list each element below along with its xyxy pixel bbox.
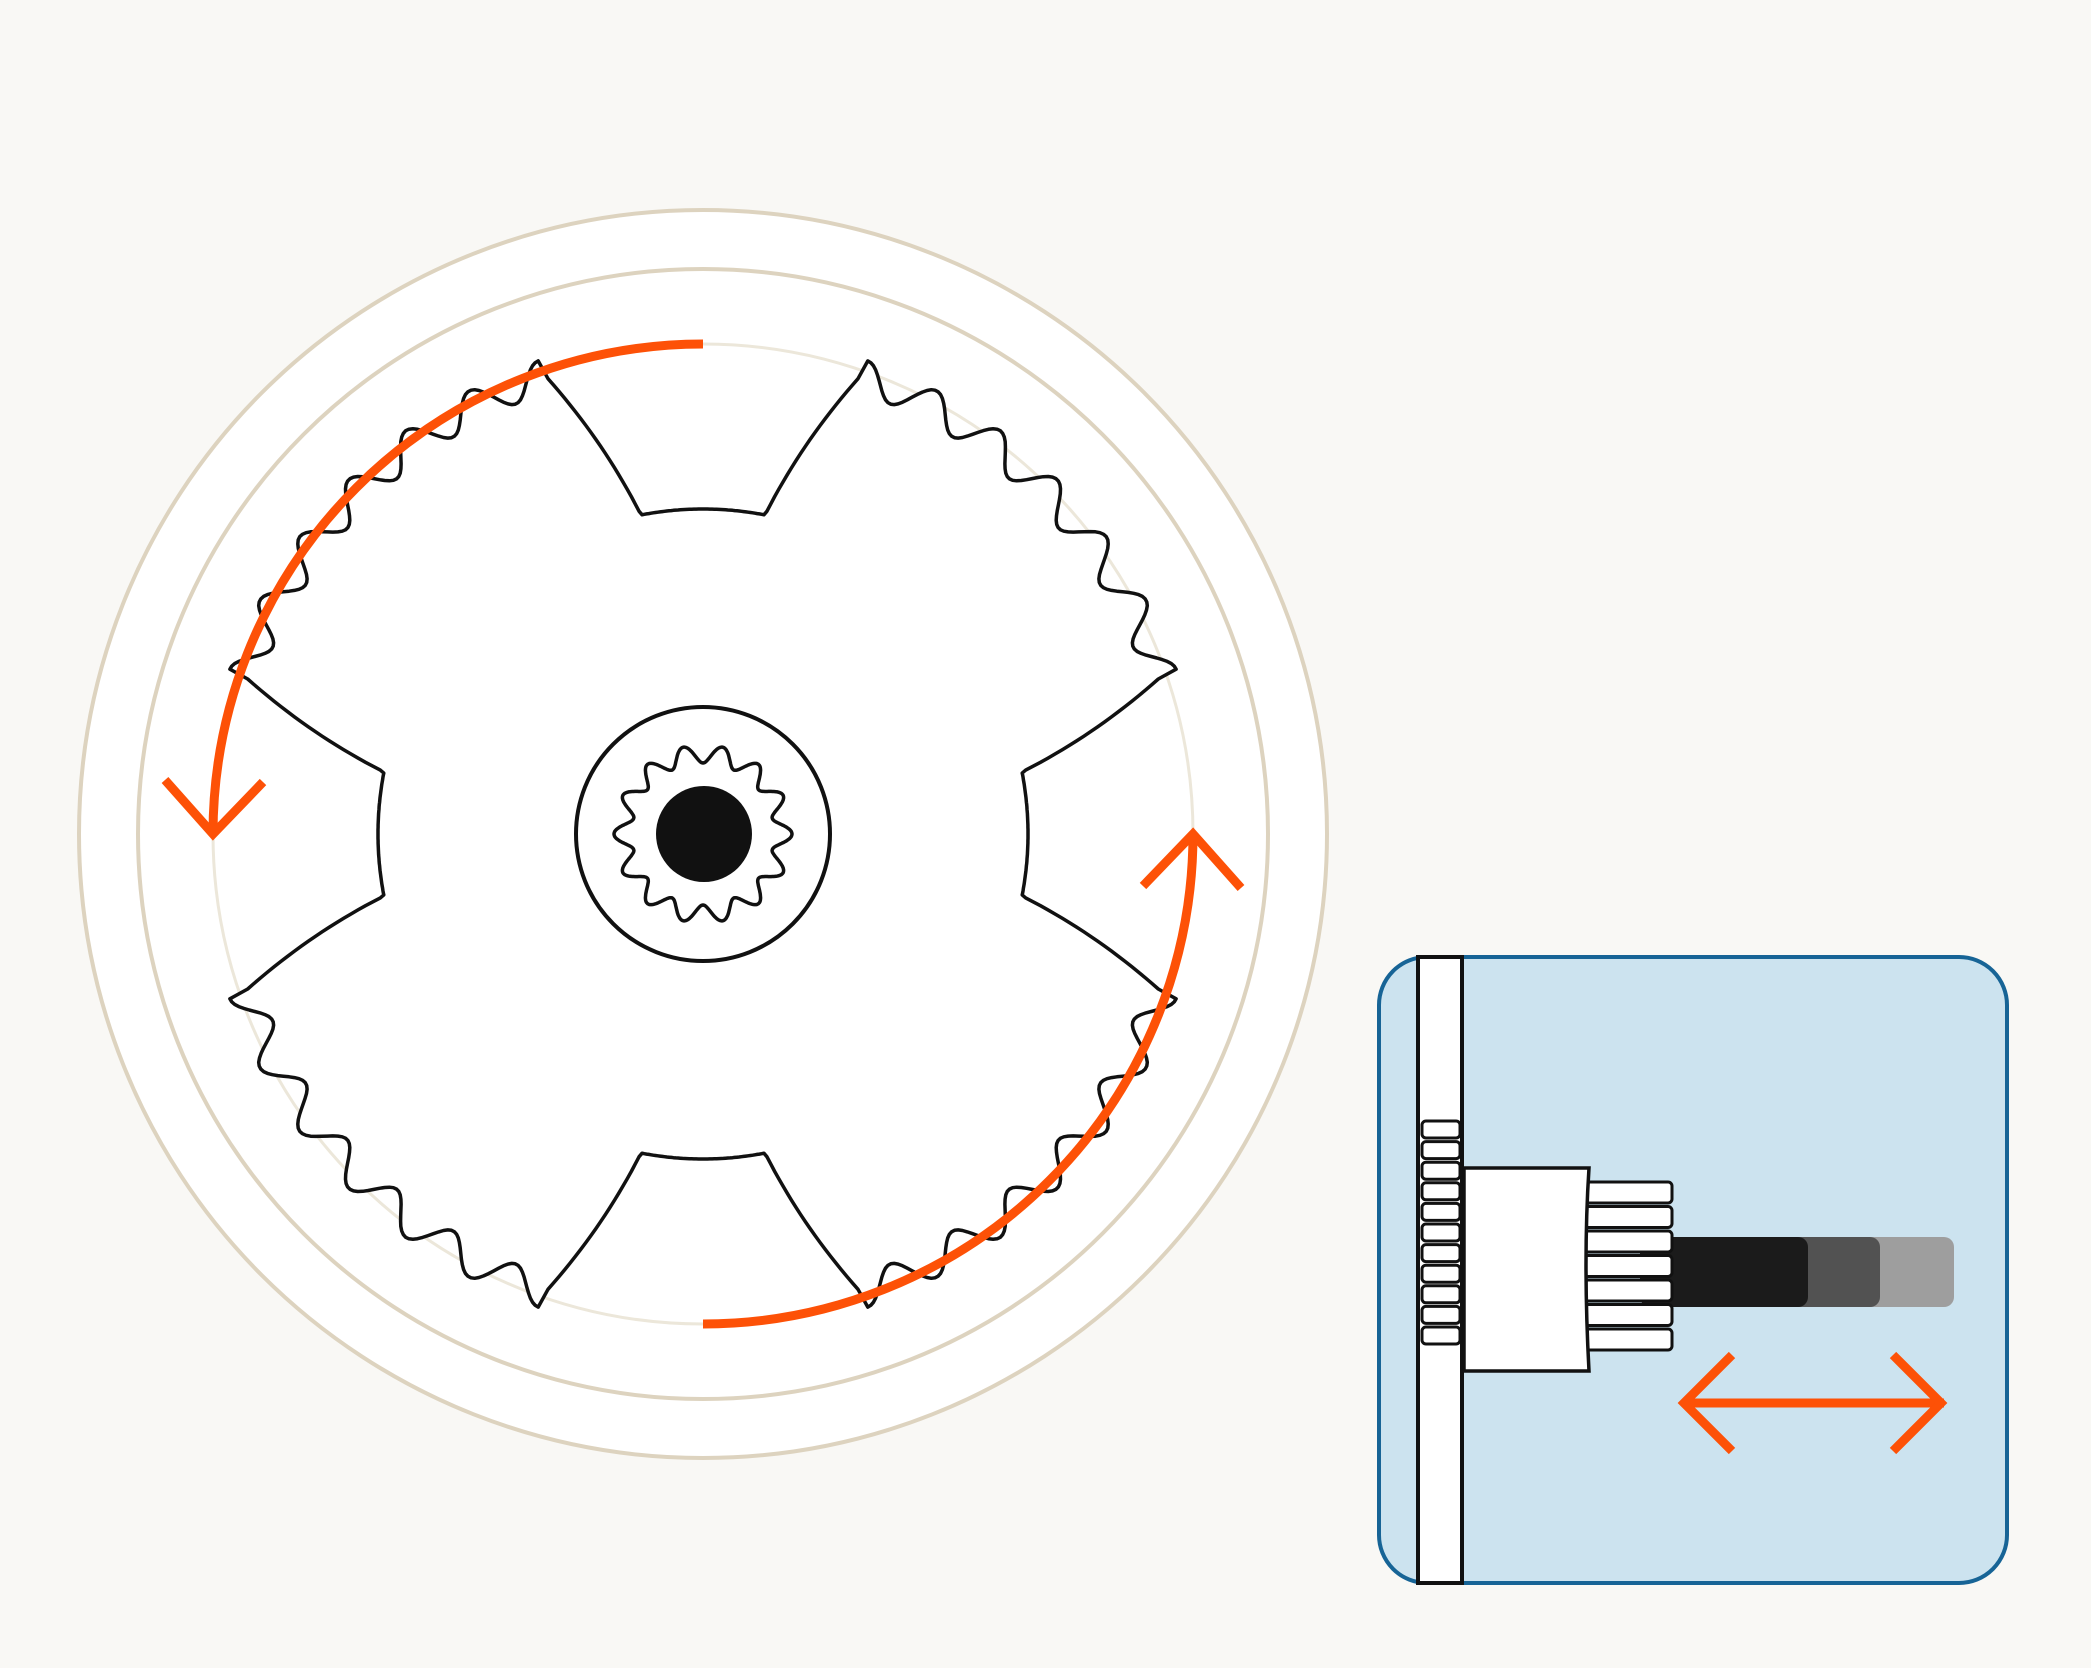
rotation-arc-left xyxy=(208,339,704,835)
housing-block xyxy=(1462,1166,1591,1373)
linear-detail-panel xyxy=(1377,955,2009,1585)
rack-tooth xyxy=(1420,1160,1462,1181)
rack-tooth xyxy=(1420,1325,1462,1346)
rotation-arc-right xyxy=(702,833,1198,1329)
arrowhead-left xyxy=(161,777,267,841)
rack-tooth xyxy=(1420,1263,1462,1284)
double-headed-arrow-icon xyxy=(1677,1351,1948,1455)
rack-tooth xyxy=(1420,1119,1462,1140)
rack-tooth xyxy=(1420,1222,1462,1243)
curved-arrow-cw-icon xyxy=(702,827,1245,1329)
rack-tooth xyxy=(1420,1181,1462,1202)
rack-teeth xyxy=(1420,1119,1462,1346)
spring-fin xyxy=(1582,1229,1674,1254)
rack-tooth xyxy=(1420,1284,1462,1305)
arrowhead-right xyxy=(1139,827,1245,891)
arrowhead-right-linear xyxy=(1889,1351,1948,1455)
rack-tooth xyxy=(1420,1140,1462,1161)
plunger-stage-dark xyxy=(1640,1237,1808,1307)
spring-fin xyxy=(1582,1254,1674,1278)
spring-fin xyxy=(1582,1303,1674,1327)
spring-fin xyxy=(1582,1205,1674,1229)
middle-ring xyxy=(136,267,1270,1401)
spring-fin xyxy=(1582,1278,1674,1303)
rack-tooth xyxy=(1420,1304,1462,1325)
spring-fins xyxy=(1582,1180,1674,1352)
spring-fin xyxy=(1582,1327,1674,1352)
plunger xyxy=(1640,1237,1954,1307)
rack-tooth xyxy=(1420,1201,1462,1222)
spring-fin xyxy=(1582,1180,1674,1205)
curved-arrow-ccw-icon xyxy=(161,339,704,841)
arrowhead-left-linear xyxy=(1677,1351,1736,1455)
shaft xyxy=(656,786,752,882)
rack-tooth xyxy=(1420,1243,1462,1264)
